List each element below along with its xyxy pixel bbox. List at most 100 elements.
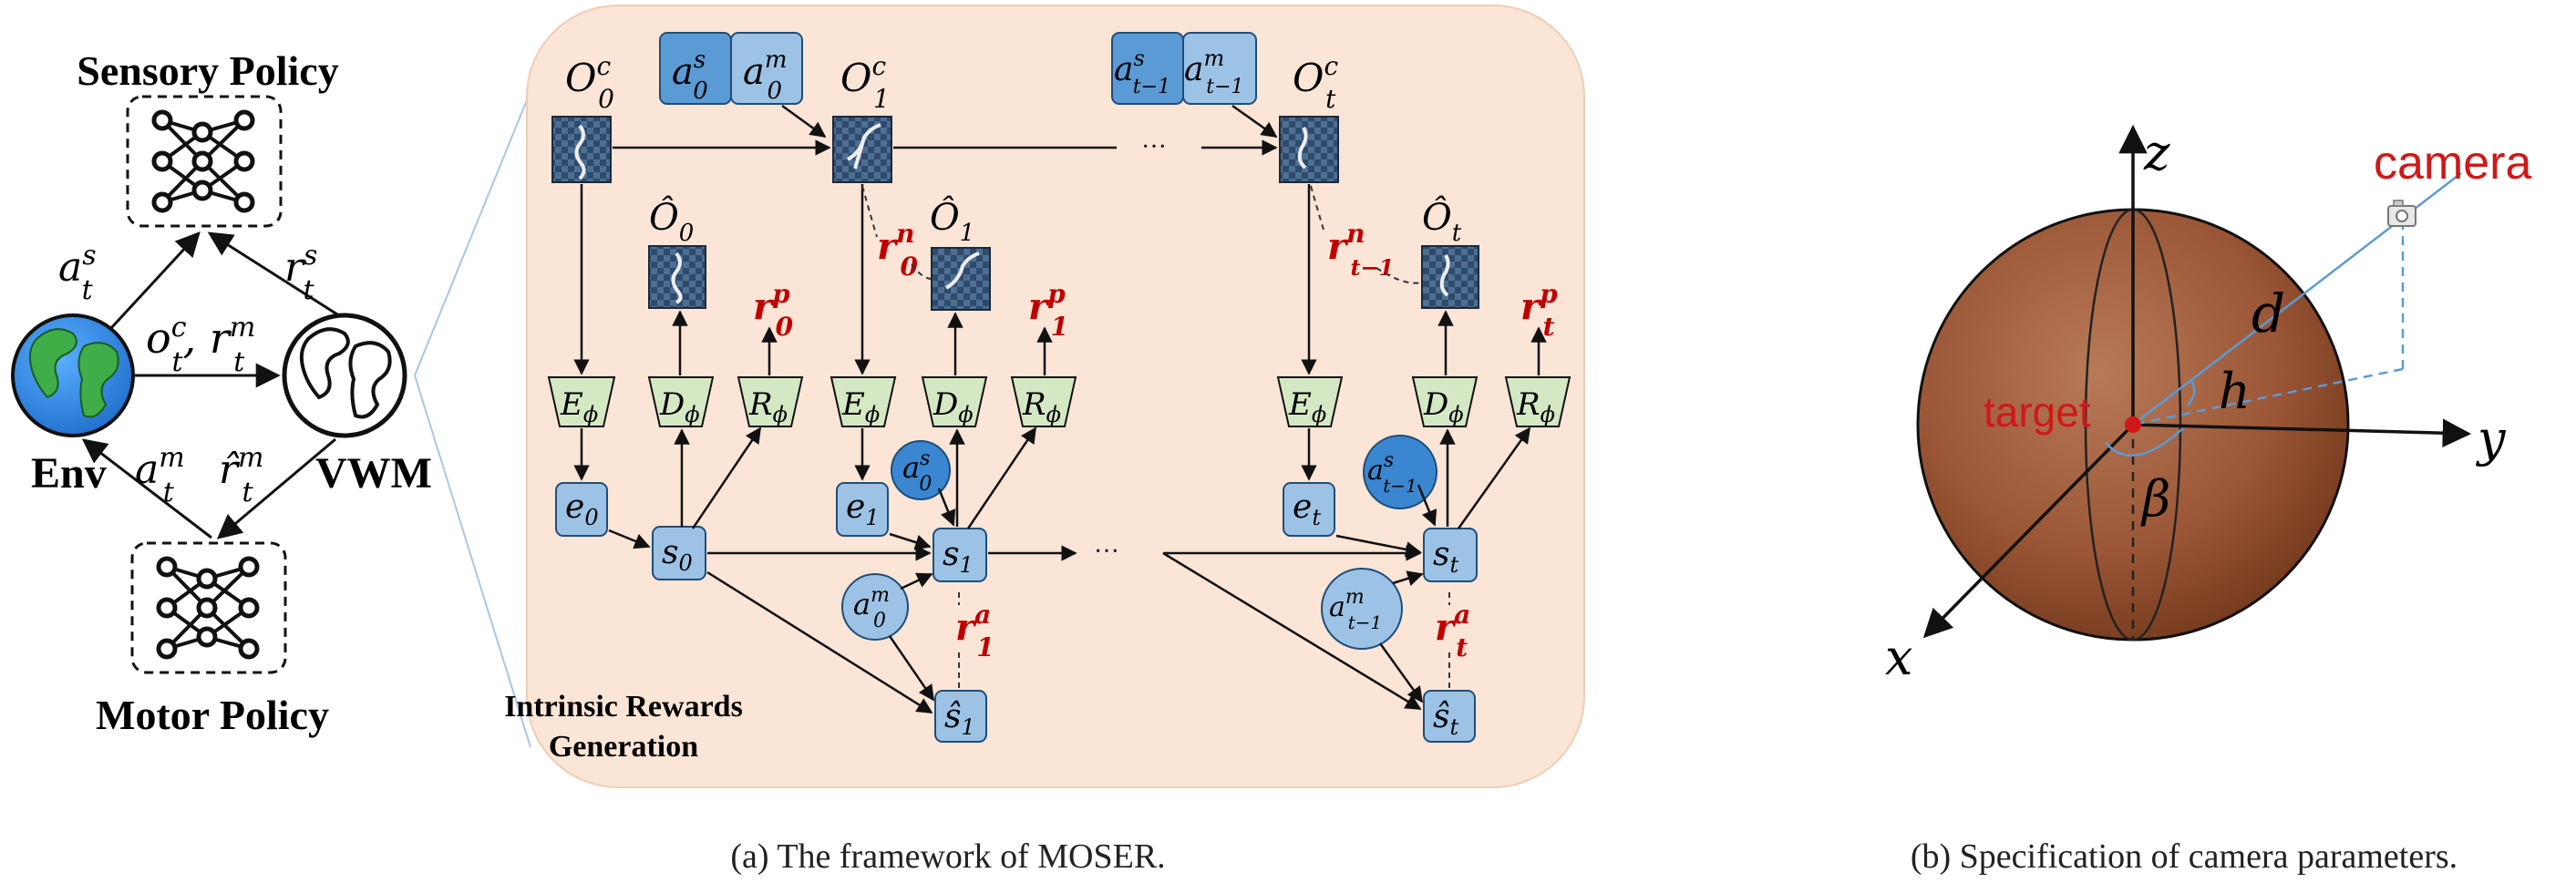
svg-text:Dϕ: Dϕ [659,386,700,427]
pred-state-node-t: ŝt [1423,690,1476,743]
svg-text:Rϕ: Rϕ [1516,386,1555,427]
recon-image-0 [648,245,706,309]
left-arrows [81,231,338,539]
svg-text:et: et [1293,488,1321,530]
svg-text:Eϕ: Eϕ [560,386,598,427]
svg-text:Eϕ: Eϕ [1288,386,1326,427]
vwm-globe-icon [282,313,407,438]
svg-text:st: st [1433,536,1458,578]
caption-a: (a) The framework of MOSER. [730,837,1165,876]
svg-text:amt−1: amt−1 [1329,586,1382,633]
env-label: Env [31,449,107,498]
caption-b: (b) Specification of camera parameters. [1911,837,2458,876]
recon-image-t [1421,245,1479,309]
axis-y-label: y [2476,410,2507,467]
svg-text:Rϕ: Rϕ [1022,386,1061,427]
ellipsis-top: ··· [1141,133,1167,161]
sensory-policy-label: Sensory Policy [77,47,338,94]
reward-head-t: Rϕ [1504,376,1571,427]
decoder-t: Dϕ [1411,376,1479,427]
svg-text:ast−1: ast−1 [1367,449,1417,497]
right-panel: z y x camera target d h β [1885,124,2531,686]
svg-text:s1: s1 [943,536,974,578]
obs-transition-arrows [613,104,1278,156]
motor-policy-label: Motor Policy [96,692,329,738]
svg-text:Rϕ: Rϕ [748,386,788,427]
encoder-0: Eϕ [547,376,616,427]
module-arrows [573,184,1547,481]
zoom-lines [414,90,531,748]
ellipsis-mid: ··· [1094,538,1119,566]
svg-text:am0: am0 [743,46,788,105]
svg-text:Dϕ: Dϕ [933,386,974,427]
svg-text:Dϕ: Dϕ [1423,386,1464,427]
decoder-1: Dϕ [921,376,988,427]
decoder-0: Dϕ [647,376,715,427]
state-node-t: st [1423,528,1478,582]
target-point [2125,416,2141,433]
embed-node-1: e1 [836,482,889,537]
sensory-policy-network-icon [126,95,283,228]
svg-text:s0: s0 [662,534,693,576]
recon-label-0: Ô0 [649,196,694,247]
novelty-dashed-links [861,185,1450,689]
recon-label-t: Ôt [1422,196,1462,247]
env-globe-icon [11,313,135,437]
reward-head-0: Rϕ [737,376,804,427]
axis-z-label: z [2143,124,2170,181]
obs-image-0 [551,116,612,183]
latent-arrows [608,426,1531,714]
state-node-1: s1 [933,528,987,582]
height-label: h [2219,363,2251,420]
beta-label: β [2140,470,2170,528]
camera-icon [2387,200,2416,227]
obs-image-t [1279,116,1339,183]
encoder-t: Eϕ [1276,376,1344,427]
encoder-1: Eϕ [829,376,897,427]
vwm-label: VWM [315,449,432,498]
svg-text:ŝ1: ŝ1 [944,698,975,740]
state-node-0: s0 [652,526,706,580]
recon-image-1 [931,247,991,311]
embed-node-0: e0 [555,482,608,537]
axis-x-label: x [1885,629,1912,686]
svg-text:ast−1: ast−1 [1114,46,1170,98]
reward-head-1: Rϕ [1010,376,1077,427]
intrinsic-label-line2: Generation [549,730,698,764]
svg-text:amt−1: amt−1 [1184,46,1244,98]
svg-text:as0: as0 [902,447,932,496]
left-panel: Sensory Policy [11,47,432,738]
axes [1922,124,2472,639]
svg-text:am0: am0 [853,584,890,632]
svg-text:as0: as0 [672,46,708,105]
svg-text:e1: e1 [846,488,880,530]
pred-state-node-1: ŝ1 [934,690,987,743]
camera-label: camera [2374,137,2531,190]
svg-text:Eϕ: Eϕ [841,386,880,427]
target-label: target [1984,388,2091,436]
embed-node-t: et [1283,482,1335,537]
